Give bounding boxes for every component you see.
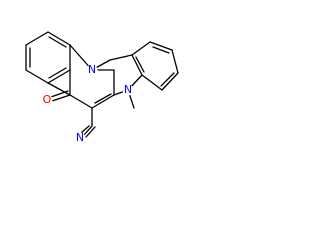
atom-nitrile-n: N	[74, 131, 86, 144]
bond	[25, 31, 49, 46]
bond	[161, 72, 179, 91]
bond	[131, 41, 151, 56]
bond	[47, 82, 71, 96]
bond	[51, 94, 71, 102]
imidazole-nitrogen-label: N	[124, 83, 132, 96]
bond	[149, 41, 173, 51]
bond	[48, 36, 67, 48]
bond	[135, 56, 145, 73]
bond	[160, 72, 175, 87]
bond	[25, 69, 49, 84]
bond	[80, 125, 90, 134]
carbonyl-oxygen-label: O	[43, 93, 52, 106]
bond	[171, 49, 179, 74]
bond	[141, 74, 163, 91]
bond	[94, 93, 112, 104]
bond	[85, 126, 96, 138]
bond	[69, 94, 93, 109]
nitrile-nitrogen-label: N	[76, 131, 84, 144]
atom-imidazole-n: N	[122, 83, 134, 96]
bond	[91, 94, 115, 109]
bond-lines	[25, 31, 179, 138]
chemical-structure-diagram: N N O N	[25, 31, 179, 144]
bond	[152, 46, 170, 54]
bond	[47, 31, 71, 46]
bond	[131, 54, 143, 76]
bond	[47, 69, 71, 84]
bond	[48, 67, 67, 79]
ring-nitrogen-label: N	[88, 63, 96, 76]
atom-ring-n: N	[86, 63, 98, 76]
bond	[69, 44, 93, 71]
atom-carbonyl-o: O	[41, 93, 53, 106]
bond	[109, 54, 133, 61]
bond	[50, 90, 69, 98]
bond	[83, 125, 93, 136]
